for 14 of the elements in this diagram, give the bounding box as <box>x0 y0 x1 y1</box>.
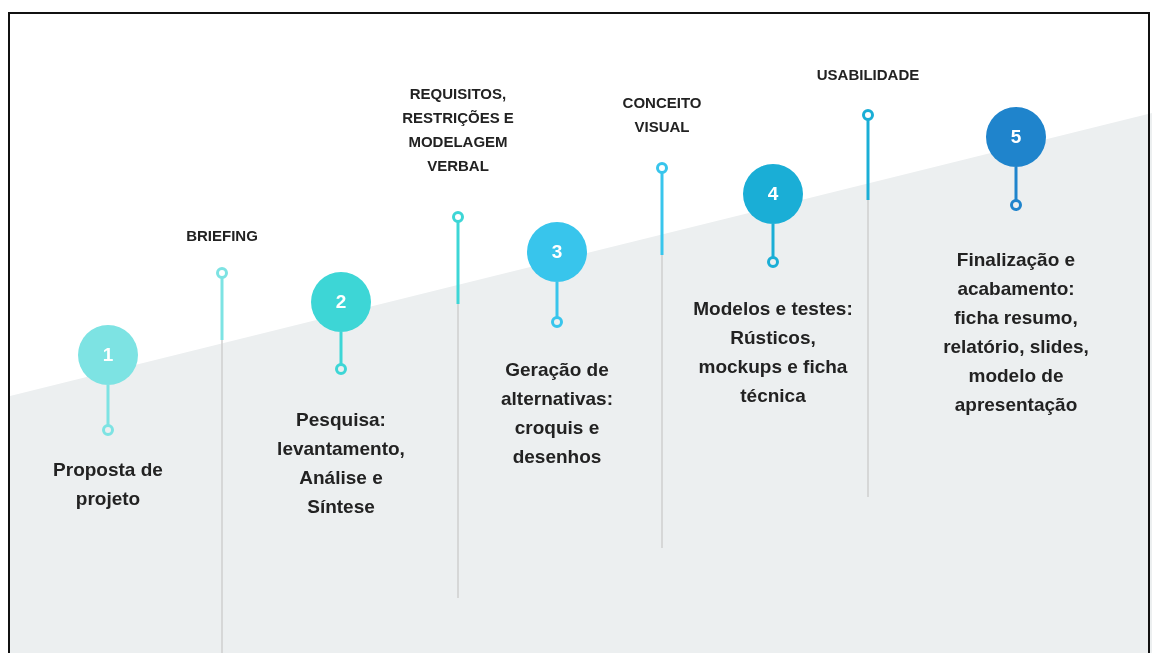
step-number-circle: 1 <box>78 325 138 385</box>
step-description: Proposta de projeto <box>52 458 164 511</box>
milestone-label: BRIEFING <box>185 226 259 246</box>
step-number-circle: 2 <box>311 272 371 332</box>
step-description: Modelos e testes: Rústicos, mockups e ficha técnica <box>692 297 854 408</box>
step-description: Pesquisa: levantamento, Análise e Síntese <box>276 408 406 519</box>
step-description: Finalização e acabamento: ficha resumo, relatório, slides, modelo de apresentação <box>942 248 1090 417</box>
milestone-label: REQUISITOS, RESTRIÇÕES E MODELAGEM VERBAL <box>401 84 515 176</box>
step-description: Geração de alternativas: croquis e desenhos <box>500 358 614 469</box>
step-number-circle: 4 <box>743 164 803 224</box>
step-number-circle: 5 <box>986 107 1046 167</box>
step-number-circle: 3 <box>527 222 587 282</box>
milestone-label: USABILIDADE <box>815 65 921 85</box>
milestone-label: CONCEITO VISUAL <box>621 93 703 137</box>
